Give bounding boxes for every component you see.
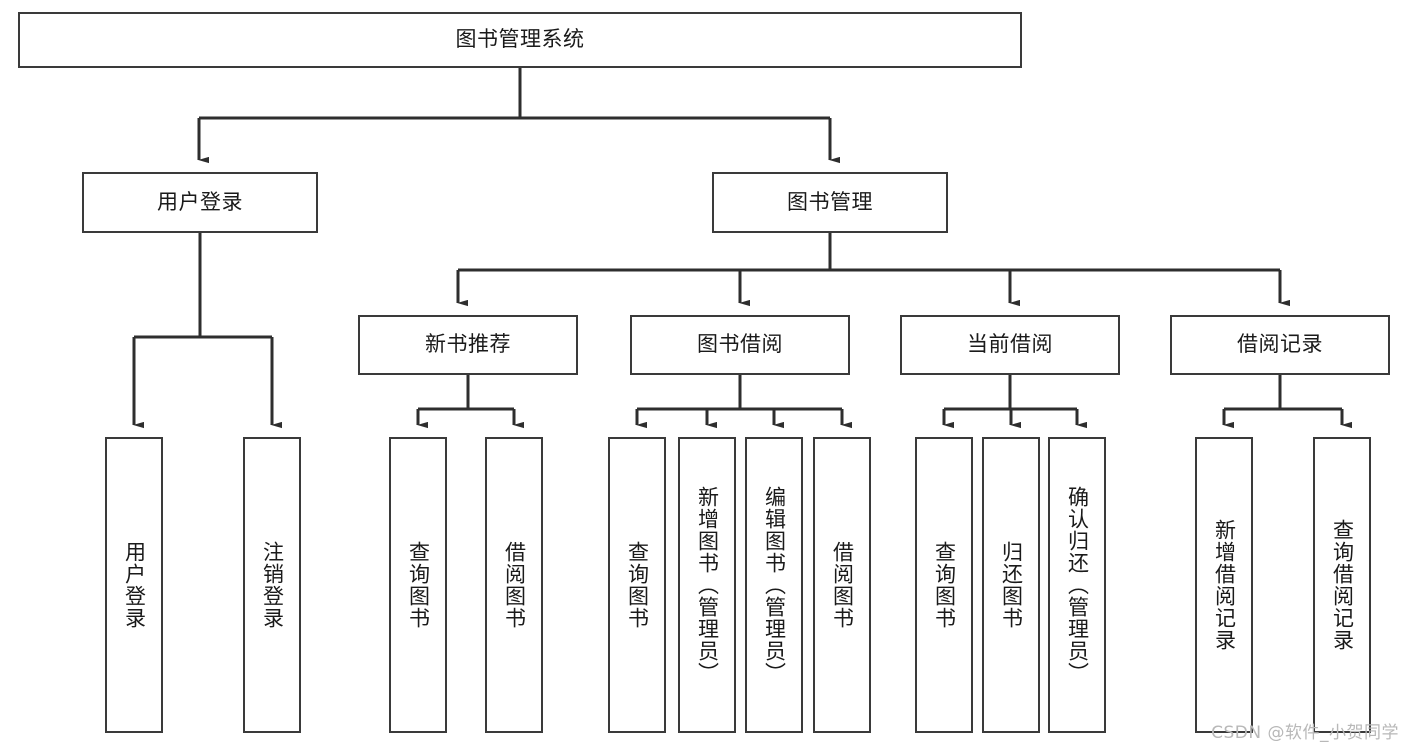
node-book-management-label: 图书管理 (787, 189, 873, 214)
leaf-add-book-admin-label: 新增图书（管理员） (695, 486, 720, 684)
leaf-edit-book-admin[interactable]: 编辑图书（管理员） (745, 437, 803, 733)
node-root-label: 图书管理系统 (455, 27, 585, 52)
node-book-borrow-label: 图书借阅 (697, 332, 783, 357)
leaf-query-book-current-label: 查询图书 (932, 541, 957, 629)
node-current-borrow-label: 当前借阅 (967, 332, 1053, 357)
leaf-return-book-label: 归还图书 (999, 541, 1024, 629)
leaf-query-book-borrow-label: 查询图书 (625, 541, 650, 629)
leaf-confirm-return-admin-label: 确认归还（管理员） (1065, 486, 1090, 684)
node-book-management[interactable]: 图书管理 (712, 172, 948, 233)
leaf-edit-book-admin-label: 编辑图书（管理员） (762, 486, 787, 684)
leaf-user-login[interactable]: 用户登录 (105, 437, 163, 733)
node-user-login-label: 用户登录 (157, 189, 243, 214)
node-new-book-recommend-label: 新书推荐 (425, 332, 511, 357)
node-book-borrow[interactable]: 图书借阅 (630, 315, 850, 375)
watermark: CSDN @软件_小贺同学 (1211, 723, 1399, 743)
leaf-logout[interactable]: 注销登录 (243, 437, 301, 733)
leaf-add-book-admin[interactable]: 新增图书（管理员） (678, 437, 736, 733)
leaf-borrow-book-label: 借阅图书 (830, 541, 855, 629)
leaf-query-book-current[interactable]: 查询图书 (915, 437, 973, 733)
node-current-borrow[interactable]: 当前借阅 (900, 315, 1120, 375)
node-borrow-record[interactable]: 借阅记录 (1170, 315, 1390, 375)
node-new-book-recommend[interactable]: 新书推荐 (358, 315, 578, 375)
node-borrow-record-label: 借阅记录 (1237, 332, 1323, 357)
leaf-add-borrow-record-label: 新增借阅记录 (1212, 519, 1237, 651)
leaf-borrow-book[interactable]: 借阅图书 (813, 437, 871, 733)
leaf-user-login-label: 用户登录 (122, 541, 147, 629)
leaf-query-borrow-record[interactable]: 查询借阅记录 (1313, 437, 1371, 733)
leaf-query-book-borrow[interactable]: 查询图书 (608, 437, 666, 733)
leaf-query-book-rec[interactable]: 查询图书 (389, 437, 447, 733)
leaf-query-borrow-record-label: 查询借阅记录 (1330, 519, 1355, 651)
leaf-borrow-book-rec-label: 借阅图书 (502, 541, 527, 629)
leaf-borrow-book-rec[interactable]: 借阅图书 (485, 437, 543, 733)
leaf-confirm-return-admin[interactable]: 确认归还（管理员） (1048, 437, 1106, 733)
node-root[interactable]: 图书管理系统 (18, 12, 1022, 68)
leaf-logout-label: 注销登录 (260, 541, 285, 629)
node-user-login[interactable]: 用户登录 (82, 172, 318, 233)
leaf-return-book[interactable]: 归还图书 (982, 437, 1040, 733)
leaf-query-book-rec-label: 查询图书 (406, 541, 431, 629)
leaf-add-borrow-record[interactable]: 新增借阅记录 (1195, 437, 1253, 733)
